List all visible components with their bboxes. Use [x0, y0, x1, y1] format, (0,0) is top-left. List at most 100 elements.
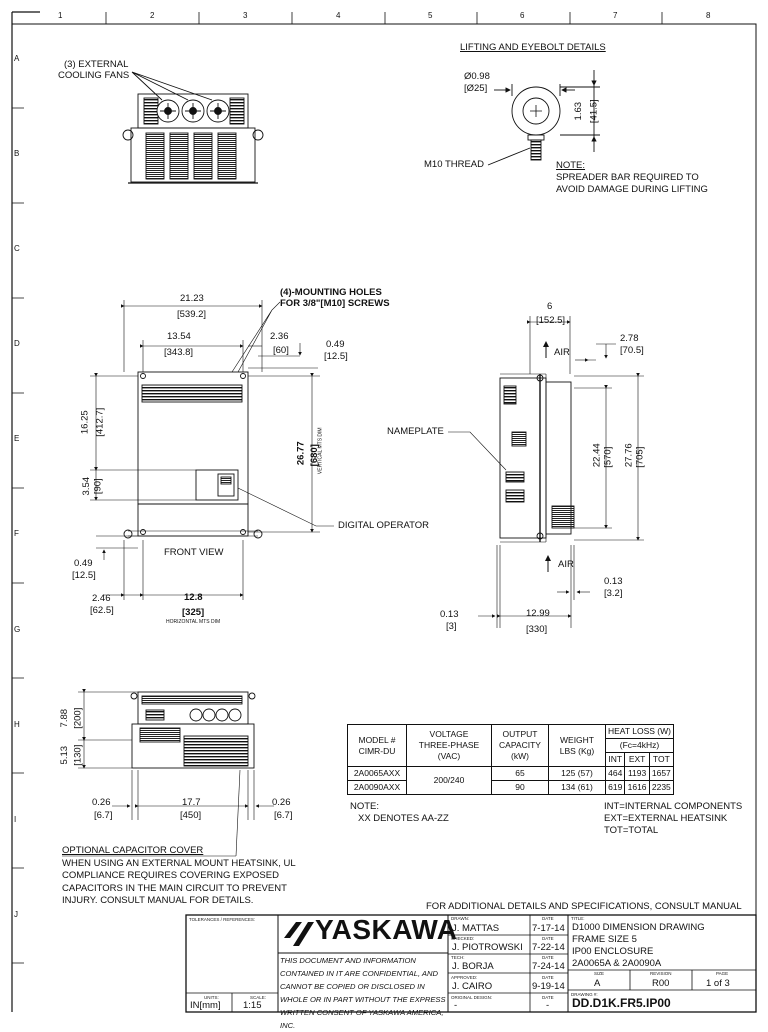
cell-model: 2A0090AXX [347, 780, 407, 795]
mounting-holes-label: (4)-MOUNTING HOLES [280, 287, 382, 298]
drawn-label: DRAWN: [451, 916, 470, 921]
units-label: UNITS: [204, 995, 219, 1000]
col-label: 4 [336, 11, 341, 20]
dim-top-offset: 0.49 [326, 339, 345, 350]
date-label: DATE [542, 995, 554, 1000]
fans-label-line1: (3) EXTERNAL [64, 59, 129, 70]
date-label: DATE [542, 955, 554, 960]
dim-bottom-offset: 0.49 [74, 558, 93, 569]
capacitor-cover-title: OPTIONAL CAPACITOR COVER [62, 845, 204, 856]
cell-kw: 65 [491, 766, 549, 781]
air-label-bottom: AIR [558, 559, 574, 570]
checked-name: J. PIOTROWSKI [452, 942, 523, 953]
dim-side-right: 0.26 [272, 797, 291, 808]
eyebolt-height-mm: [41.5] [588, 99, 600, 124]
row-label: J [14, 910, 18, 919]
dim-total-height: 26.77 [295, 441, 307, 466]
dim-fin: 2.78 [620, 333, 639, 344]
header-weight: WEIGHT LBS (Kg) [548, 724, 606, 767]
eyebolt-height: 1.63 [573, 101, 585, 121]
cell-weight: 134 (61) [548, 780, 606, 795]
dim-upper-height-mm: [412.7] [94, 407, 106, 437]
header-heat-freq: (Fc=4kHz) [605, 738, 674, 753]
page-value: 1 of 3 [706, 978, 730, 989]
cell-tot: 2235 [648, 780, 674, 795]
dim-bottom-h-b-mm: [130] [72, 744, 84, 766]
eyebolt-diameter-mm: [Ø25] [464, 83, 488, 94]
row-label: B [14, 149, 20, 158]
drawn-name: J. MATTAS [452, 923, 500, 934]
table-header-row: (Fc=4kHz) [348, 738, 674, 753]
capacitor-cover-line: INJURY. CONSULT MANUAL FOR DETAILS. [62, 895, 254, 906]
header-output: OUTPUT CAPACITY (kW) [491, 724, 549, 767]
original-design-label: ORIGINAL DESIGN: [451, 995, 493, 1000]
row-label: H [14, 720, 20, 729]
cell-kw: 90 [491, 780, 549, 795]
lifting-note-title: NOTE: [556, 160, 586, 171]
top-view-drawing [122, 71, 264, 184]
col-label: 5 [428, 11, 433, 20]
dim-depth: 6 [547, 301, 553, 312]
checked-date: 7-22-14 [532, 942, 565, 953]
table-note-title: NOTE: [350, 801, 380, 812]
legend-ext: EXT=EXTERNAL HEATSINK [604, 813, 728, 824]
original-date: - [546, 1000, 550, 1011]
cell-int: 464 [604, 766, 626, 781]
front-view-drawing [90, 300, 507, 600]
dim-mid-width-mm: [343.8] [164, 347, 194, 358]
dim-small-height: 3.54 [81, 476, 93, 496]
dim-overall-width: 21.23 [180, 293, 204, 304]
row-label: C [14, 244, 20, 253]
dim-left-offset: 2.46 [92, 593, 111, 604]
row-label: I [14, 815, 17, 824]
date-label: DATE [542, 916, 554, 921]
dim-left-plate: 0.13 [440, 609, 459, 620]
dim-depth-mm: [152.5] [536, 315, 566, 326]
capacitor-cover-line: WHEN USING AN EXTERNAL MOUNT HEATSINK, U… [62, 857, 296, 869]
col-label: 6 [520, 11, 525, 20]
nameplate-label: NAMEPLATE [387, 426, 444, 437]
header-int: INT [604, 752, 626, 767]
date-label: DATE [542, 975, 554, 980]
header-model: MODEL # CIMR-DU [347, 724, 407, 767]
col-label: 1 [58, 11, 63, 20]
units-value: IN[mm] [190, 1000, 221, 1011]
approved-label: APPROVED: [451, 975, 478, 980]
scale-value: 1:15 [243, 1000, 262, 1011]
capacitor-cover-note: OPTIONAL CAPACITOR COVER WHEN USING AN E… [62, 845, 296, 908]
spec-table: MODEL # CIMR-DU VOLTAGE THREE-PHASE (VAC… [347, 724, 674, 795]
cell-ext: 1193 [624, 766, 650, 781]
title-line: IP00 ENCLOSURE [572, 946, 654, 957]
title-line: 2A0065A & 2A0090A [572, 958, 662, 969]
vertical-mts-label: VERTICAL MTS DIM [317, 427, 324, 475]
dim-overall-width-mm: [539.2] [177, 309, 207, 320]
dim-total-depth-mm: [330] [526, 624, 548, 635]
dim-side-left-mm: [6.7] [94, 810, 113, 821]
cell-int: 619 [604, 780, 626, 795]
tolerances-label: TOLERANCES / REFERENCES: [189, 917, 256, 922]
table-note-line: XX DENOTES AA-ZZ [358, 813, 449, 824]
legend-int: INT=INTERNAL COMPONENTS [604, 801, 743, 812]
header-heat-loss: HEAT LOSS (W) [605, 724, 674, 739]
title-label: TITLE: [571, 916, 585, 921]
dim-total-depth: 12.99 [526, 608, 550, 619]
row-label: A [14, 54, 20, 63]
dim-left-offset-mm: [62.5] [90, 605, 114, 616]
dim-edge: 2.36 [270, 331, 289, 342]
dim-bottom-width: 17.7 [182, 797, 201, 808]
dim-mount-width: 12.8 [184, 592, 203, 603]
dim-fin-mm: [70.5] [620, 345, 644, 356]
col-label: 7 [613, 11, 618, 20]
dim-mount-width-mm: [325] [182, 607, 205, 618]
row-label: D [14, 339, 20, 348]
dim-side-left: 0.26 [92, 797, 111, 808]
eyebolt-drawing [487, 70, 600, 166]
tech-date: 7-24-14 [532, 961, 565, 972]
date-label: DATE [542, 936, 554, 941]
dim-bottom-width-mm: [450] [180, 810, 202, 821]
cell-voltage: 200/240 [406, 766, 492, 795]
dim-side-total-height-mm: [705] [634, 446, 646, 468]
row-label: G [14, 625, 21, 634]
